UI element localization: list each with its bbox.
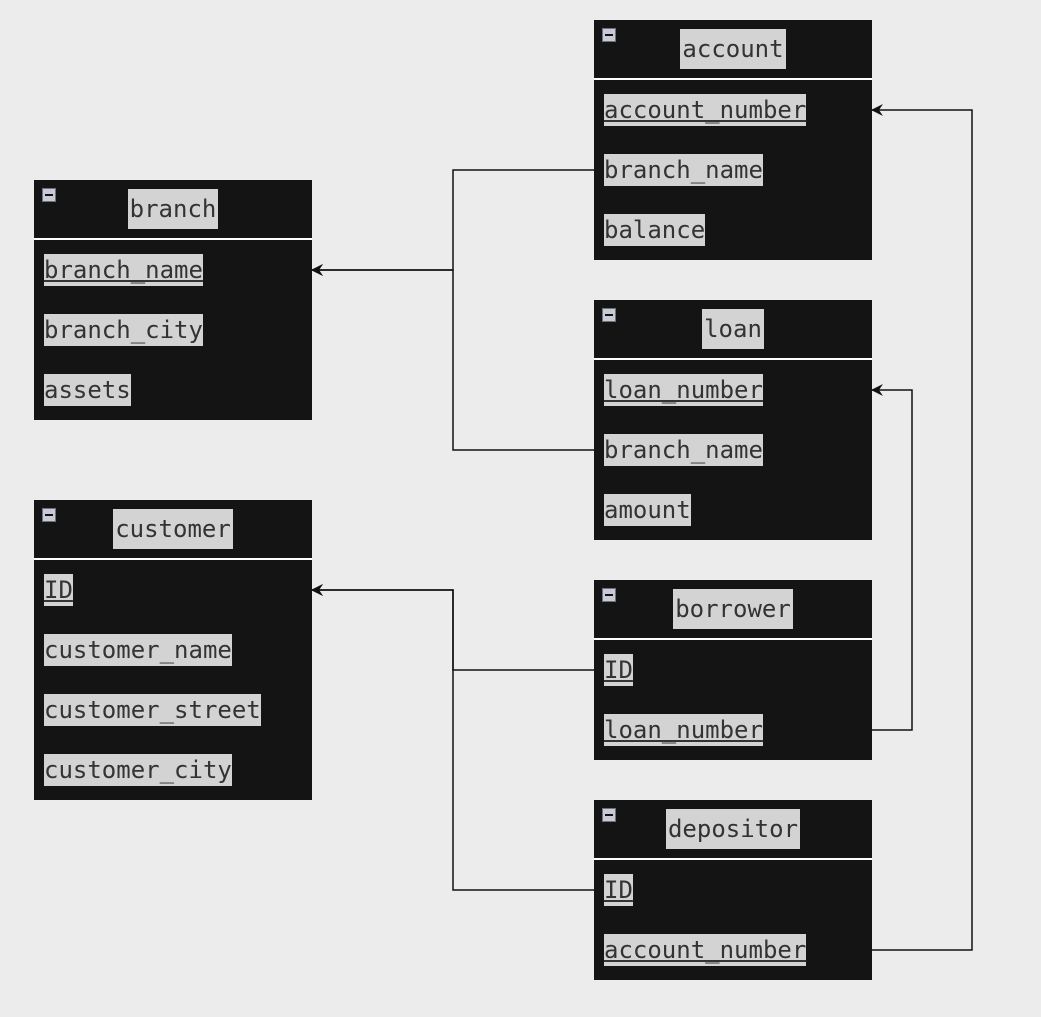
entity-header: loan (594, 300, 872, 360)
key-field-label: ID (44, 574, 73, 606)
field-row[interactable]: customer_street (34, 680, 312, 740)
relationship-arrow (871, 384, 913, 731)
field-row[interactable]: loan_number (594, 700, 872, 760)
entity-title: branch (127, 189, 219, 229)
collapse-icon[interactable] (602, 28, 616, 42)
field-row[interactable]: customer_name (34, 620, 312, 680)
collapse-icon[interactable] (602, 308, 616, 322)
collapse-icon[interactable] (42, 508, 56, 522)
field-row[interactable]: account_number (594, 920, 872, 980)
entity-title: loan (702, 309, 764, 349)
relationship-arrow (311, 264, 594, 451)
entity-header: borrower (594, 580, 872, 640)
relationship-arrow (871, 104, 973, 951)
key-field-label: ID (604, 654, 633, 686)
entity-title: borrower (673, 589, 793, 629)
field-row[interactable]: branch_name (34, 240, 312, 300)
field-row[interactable]: amount (594, 480, 872, 540)
field-label: customer_name (44, 634, 232, 666)
entity-title: account (680, 29, 786, 69)
field-label: branch_city (44, 314, 203, 346)
field-label: customer_city (44, 754, 232, 786)
key-field-label: account_number (604, 934, 807, 966)
key-field-label: ID (604, 874, 633, 906)
field-row[interactable]: branch_city (34, 300, 312, 360)
field-row[interactable]: loan_number (594, 360, 872, 420)
collapse-icon[interactable] (602, 808, 616, 822)
collapse-icon[interactable] (602, 588, 616, 602)
field-label: branch_name (604, 434, 763, 466)
field-row[interactable]: customer_city (34, 740, 312, 800)
field-row[interactable]: assets (34, 360, 312, 420)
field-label: assets (44, 374, 131, 406)
entity-title: depositor (665, 809, 801, 849)
key-field-label: account_number (604, 94, 807, 126)
field-row[interactable]: balance (594, 200, 872, 260)
collapse-icon[interactable] (42, 188, 56, 202)
entity-header: branch (34, 180, 312, 240)
field-row[interactable]: branch_name (594, 420, 872, 480)
key-field-label: loan_number (604, 374, 763, 406)
field-row[interactable]: ID (594, 640, 872, 700)
entity-header: depositor (594, 800, 872, 860)
field-row[interactable]: account_number (594, 80, 872, 140)
entity-header: customer (34, 500, 312, 560)
relationship-arrow (311, 584, 594, 891)
key-field-label: branch_name (44, 254, 203, 286)
field-row[interactable]: branch_name (594, 140, 872, 200)
key-field-label: loan_number (604, 714, 763, 746)
entity-header: account (594, 20, 872, 80)
entity-title: customer (113, 509, 233, 549)
field-label: amount (604, 494, 691, 526)
field-label: customer_street (44, 694, 261, 726)
field-row[interactable]: ID (594, 860, 872, 920)
field-label: balance (604, 214, 706, 246)
field-row[interactable]: ID (34, 560, 312, 620)
field-label: branch_name (604, 154, 763, 186)
relationship-arrow (311, 169, 594, 276)
